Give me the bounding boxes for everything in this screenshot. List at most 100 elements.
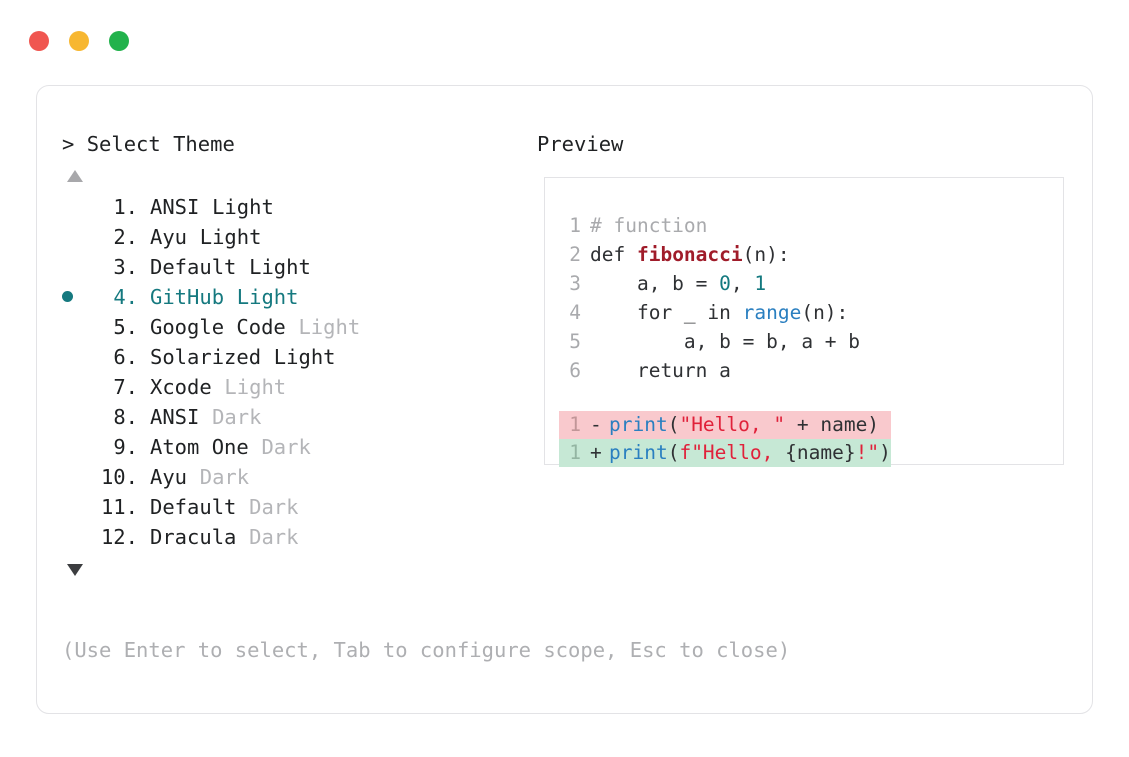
theme-variant-label: Light xyxy=(212,195,274,219)
theme-variant-label: Dark xyxy=(261,435,311,459)
code-line: 6 return a xyxy=(559,356,891,385)
code-token-str: "Hello, " xyxy=(679,413,786,436)
code-line-number: 2 xyxy=(569,243,581,266)
code-token-plain: a, b = xyxy=(590,272,720,295)
close-window-button[interactable] xyxy=(29,31,49,51)
code-token-str: f"Hello, xyxy=(679,441,786,464)
theme-list-item[interactable]: 3. Default Light xyxy=(62,252,532,282)
theme-name: Solarized xyxy=(150,345,262,369)
code-line-source: for _ in range(n): xyxy=(590,298,848,327)
code-line: 4 for _ in range(n): xyxy=(559,298,891,327)
theme-index: 3. xyxy=(113,255,138,279)
theme-index: 8. xyxy=(113,405,138,429)
theme-index: 7. xyxy=(113,375,138,399)
code-line: 3 a, b = 0, 1 xyxy=(559,269,891,298)
theme-index: 5. xyxy=(113,315,138,339)
code-line-source: a, b = 0, 1 xyxy=(590,269,766,298)
window-traffic-lights xyxy=(29,31,129,51)
theme-list-item[interactable]: 9. Atom One Dark xyxy=(62,432,532,462)
theme-name: Atom One xyxy=(150,435,249,459)
selected-bullet-icon xyxy=(62,282,92,312)
theme-list-item[interactable]: 11. Default Dark xyxy=(62,492,532,522)
theme-name: Ayu xyxy=(150,465,188,489)
diff-line-number: 1 xyxy=(569,441,581,464)
theme-name: Dracula xyxy=(150,525,237,549)
minimize-window-button[interactable] xyxy=(69,31,89,51)
theme-name: ANSI xyxy=(150,195,200,219)
theme-variant-label: Light xyxy=(199,225,262,249)
code-line-number: 4 xyxy=(569,301,581,324)
code-line: 2 def fibonacci(n): xyxy=(559,240,891,269)
theme-index: 4. xyxy=(113,285,138,309)
theme-name: ANSI xyxy=(150,405,200,429)
theme-variant-label: Light xyxy=(273,345,336,369)
theme-name: Default xyxy=(150,495,237,519)
code-token-builtin: print xyxy=(609,413,668,436)
theme-list-item[interactable]: 12. Dracula Dark xyxy=(62,522,532,552)
code-token-plain: return a xyxy=(590,359,731,382)
theme-list-item[interactable]: 10. Ayu Dark xyxy=(62,462,532,492)
theme-index: 9. xyxy=(113,435,138,459)
theme-name: Google Code xyxy=(150,315,286,339)
code-token-str: !" xyxy=(855,441,880,464)
scroll-down-icon[interactable] xyxy=(67,564,83,576)
theme-index: 1. xyxy=(113,195,138,219)
keyboard-hint: (Use Enter to select, Tab to configure s… xyxy=(62,638,791,662)
theme-name: Ayu xyxy=(150,225,188,249)
code-token-punct: ( xyxy=(667,413,680,436)
code-token-builtin: print xyxy=(609,441,668,464)
code-line-number: 6 xyxy=(569,359,581,382)
preview-title: Preview xyxy=(537,132,624,156)
code-token-fn: fibonacci xyxy=(636,243,743,266)
theme-index: 2. xyxy=(113,225,138,249)
theme-index: 12. xyxy=(100,525,138,549)
code-token-num: 1 xyxy=(754,272,767,295)
diff-sign: + xyxy=(590,441,602,464)
code-line-source: # function xyxy=(590,211,707,240)
theme-list-item[interactable]: 7. Xcode Light xyxy=(62,372,532,402)
theme-list-item[interactable]: 1. ANSI Light xyxy=(62,192,532,222)
theme-index: 10. xyxy=(100,465,138,489)
code-token-builtin: range xyxy=(742,301,802,324)
theme-list-item[interactable]: 2. Ayu Light xyxy=(62,222,532,252)
code-token-num: 0 xyxy=(719,272,731,295)
theme-variant-label: Dark xyxy=(199,465,250,489)
theme-variant-label: Dark xyxy=(249,495,299,519)
theme-variant-label: Light xyxy=(298,315,361,339)
theme-variant-label: Light xyxy=(249,255,311,279)
theme-list-item[interactable]: 5. Google Code Light xyxy=(62,312,532,342)
code-line-source: return a xyxy=(590,356,731,385)
theme-index: 11. xyxy=(100,495,138,519)
theme-variant-label: Light xyxy=(224,375,287,399)
page-title: > Select Theme xyxy=(62,130,532,158)
prompt-marker: > xyxy=(62,132,75,156)
code-token-comment: # function xyxy=(590,214,708,237)
theme-variant-label: Dark xyxy=(212,405,262,429)
theme-name: Default xyxy=(150,255,237,279)
theme-variant-label: Light xyxy=(236,285,299,309)
code-token-plain: for _ in xyxy=(590,301,743,324)
theme-list-item[interactable]: 8. ANSI Dark xyxy=(62,402,532,432)
code-line-source: def fibonacci(n): xyxy=(590,240,790,269)
preview-column: Preview xyxy=(537,130,1067,158)
code-token-plain: a, b = b, a + b xyxy=(590,330,861,353)
theme-name: Xcode xyxy=(150,375,212,399)
code-line-number: 5 xyxy=(569,330,581,353)
code-preview: 1 # function 2 def fibonacci(n):3 a, b = 0,… xyxy=(559,211,891,467)
diff-removed-line: 1-print("Hello, " + name) xyxy=(559,411,891,439)
scroll-up-icon[interactable] xyxy=(67,170,83,182)
maximize-window-button[interactable] xyxy=(109,31,129,51)
diff-line-number: 1 xyxy=(569,413,581,436)
theme-variant-label: Dark xyxy=(249,525,299,549)
theme-list-item[interactable]: 6. Solarized Light xyxy=(62,342,532,372)
code-line-source: a, b = b, a + b xyxy=(590,327,860,356)
theme-index: 6. xyxy=(113,345,138,369)
code-token-punct: ) xyxy=(879,441,891,464)
code-token-punct: (n): xyxy=(801,301,849,324)
